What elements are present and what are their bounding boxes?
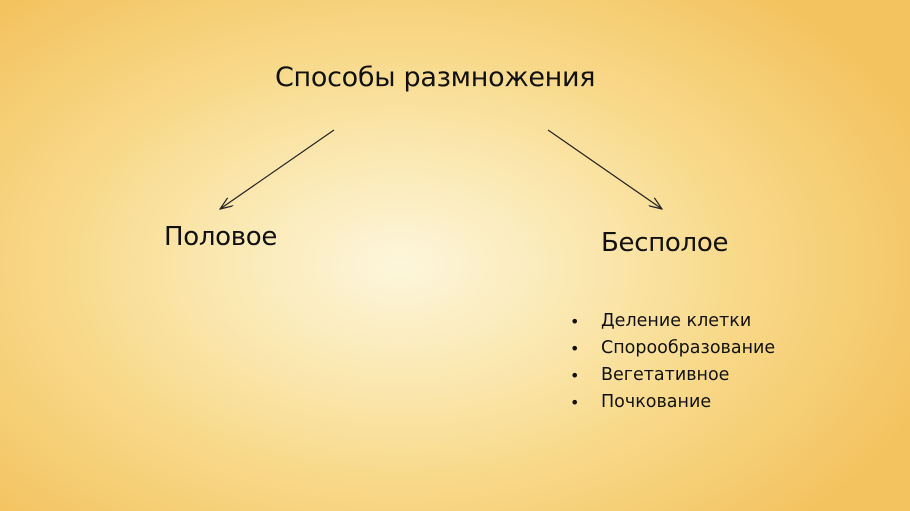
asexual-methods-list: •Деление клетки •Спорообразование •Вегет…	[568, 308, 775, 416]
branch-asexual-label: Бесполое	[601, 228, 729, 258]
branch-sexual-label: Половое	[164, 222, 278, 252]
bullet-icon: •	[570, 393, 580, 412]
list-item: •Вегетативное	[568, 362, 775, 389]
list-item: •Деление клетки	[568, 308, 775, 335]
bullet-icon: •	[570, 366, 580, 385]
list-item: •Спорообразование	[568, 335, 775, 362]
arrow-to-sexual	[220, 129, 335, 209]
list-item: •Почкование	[568, 389, 775, 416]
bullet-icon: •	[570, 339, 580, 358]
diagram-title: Способы размножения	[275, 62, 596, 93]
bullet-icon: •	[570, 312, 580, 331]
arrow-to-asexual	[547, 129, 662, 209]
